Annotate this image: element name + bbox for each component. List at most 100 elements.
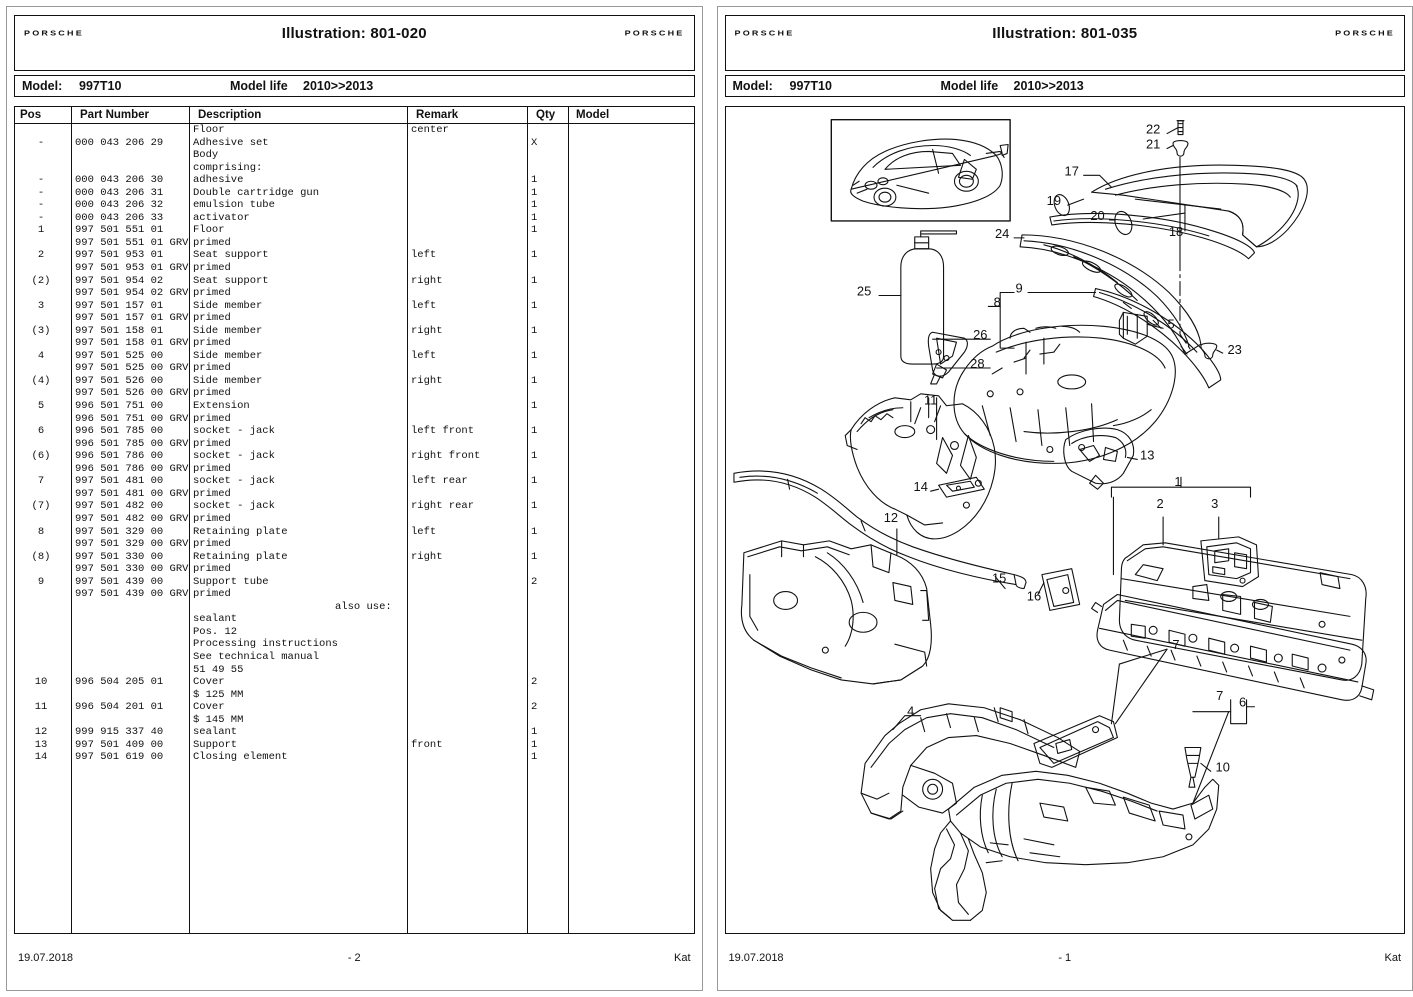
callout-number-19: 19 (1046, 193, 1060, 208)
table-cell-remark: right (411, 324, 443, 337)
table-cell-part-number: 997 501 481 00 GRV (75, 487, 189, 500)
callout-number-14: 14 (913, 479, 927, 494)
table-row: also use: (15, 601, 694, 614)
page-title: Illustration: 801-035 (992, 25, 1138, 42)
vehicle-thumbnail-frame (830, 118, 1011, 222)
table-cell-remark: left (411, 299, 437, 312)
table-cell-part-number: 000 043 206 29 (75, 136, 164, 149)
table-cell-part-number: 997 501 482 00 GRV (75, 512, 189, 525)
table-cell-remark: front (411, 738, 443, 751)
model-life-value: 2010>>2013 (303, 79, 374, 93)
table-cell-description: Pos. 12 (193, 625, 238, 638)
parts-table: Pos Part Number Description Remark Qty M… (14, 106, 695, 934)
model-life-label: Model life (940, 79, 999, 93)
callout-number-22: 22 (1145, 122, 1159, 137)
column-header-remark: Remark (416, 109, 459, 121)
table-cell-remark: right (411, 274, 443, 287)
table-cell-description: primed (193, 538, 231, 551)
part-3-bracket (1199, 536, 1259, 588)
part-7-closing-rail (1032, 715, 1118, 768)
part-5-extension (1118, 311, 1148, 345)
table-cell-qty: 1 (531, 211, 538, 224)
part-10-clip (1183, 746, 1201, 788)
table-cell-part-number: 997 501 481 00 (75, 475, 164, 488)
table-cell-description: primed (193, 437, 231, 450)
table-cell-part-number: 997 501 525 00 (75, 349, 164, 362)
table-cell-qty: 1 (531, 738, 538, 751)
footer-page-number: - 2 (347, 952, 361, 964)
footer-page-number: - 1 (1058, 952, 1072, 964)
leader-21 (1166, 144, 1174, 150)
table-cell-remark: right (411, 550, 443, 563)
column-header-description: Description (198, 109, 262, 121)
page-footer: 19.07.2018 - 2 Kat (14, 952, 695, 968)
part-1-floor-rail (1090, 593, 1374, 701)
table-cell-description: Floor (193, 224, 225, 237)
table-cell-pos: 1 (37, 224, 45, 237)
table-cell-description: primed (193, 487, 231, 500)
table-cell-description: Retaining plate (193, 525, 288, 538)
callout-number-13: 13 (1140, 447, 1154, 462)
table-cell-remark: right (411, 374, 443, 387)
callout-number-2: 2 (1156, 496, 1163, 511)
callout-number-6: 6 (1238, 695, 1245, 710)
table-cell-part-number: 997 501 330 00 (75, 550, 164, 563)
table-cell-description: socket - jack (193, 425, 275, 438)
callout-number-7: 7 (1172, 637, 1179, 652)
table-cell-part-number: 997 501 158 01 GRV (75, 337, 189, 350)
part-12-side-member (740, 540, 932, 685)
table-cell-part-number: 997 501 954 02 (75, 274, 164, 287)
table-cell-qty: 1 (531, 199, 538, 212)
part-11-side-member (844, 393, 996, 540)
vehicle-thumbnail-icon (849, 138, 1009, 210)
table-cell-qty: 1 (531, 186, 538, 199)
table-cell-qty: 2 (531, 701, 538, 714)
table-cell-description: primed (193, 387, 231, 400)
table-cell-qty: 1 (531, 174, 538, 187)
table-cell-part-number: 999 915 337 40 (75, 726, 164, 739)
table-cell-part-number: 000 043 206 31 (75, 186, 164, 199)
table-cell-description: primed (193, 287, 231, 300)
table-cell-remark: right rear (411, 500, 475, 513)
table-cell-description: primed (193, 262, 231, 275)
table-cell-remark: center (411, 124, 449, 136)
table-cell-pos: 7 (37, 475, 45, 488)
leader-19 (1066, 198, 1084, 206)
page-right-illustration: PORSCHE Illustration: 801-035 PORSCHE Mo… (716, 6, 1413, 991)
part-17-spoiler (1090, 164, 1308, 248)
table-cell-part-number: 997 501 619 00 (75, 751, 164, 764)
table-cell-part-number: 997 501 525 00 GRV (75, 362, 189, 375)
leader-4-line (891, 715, 921, 731)
table-cell-pos: 5 (37, 400, 45, 413)
leader-22 (1166, 127, 1179, 135)
table-cell-part-number: 996 504 201 01 (75, 701, 164, 714)
part-13-support (1062, 427, 1134, 490)
model-value: 997T10 (79, 79, 122, 93)
part-23-grommet (1199, 342, 1217, 360)
table-cell-pos: 13 (34, 738, 48, 751)
table-cell-description: 51 49 55 (193, 663, 244, 676)
part-9-support-tube (1092, 287, 1221, 389)
table-cell-part-number: 996 501 785 00 GRV (75, 437, 189, 450)
table-cell-pos: 2 (37, 249, 45, 262)
part-19-plug (1053, 194, 1070, 217)
part-4-side-member-front (860, 703, 1080, 820)
table-cell-qty: 1 (531, 299, 538, 312)
leader-17 (1082, 174, 1112, 188)
table-cell-qty: 1 (531, 751, 538, 764)
model-bar: Model: 997T10 Model life 2010>>2013 (724, 75, 1405, 97)
table-cell-part-number: 997 501 953 01 GRV (75, 262, 189, 275)
